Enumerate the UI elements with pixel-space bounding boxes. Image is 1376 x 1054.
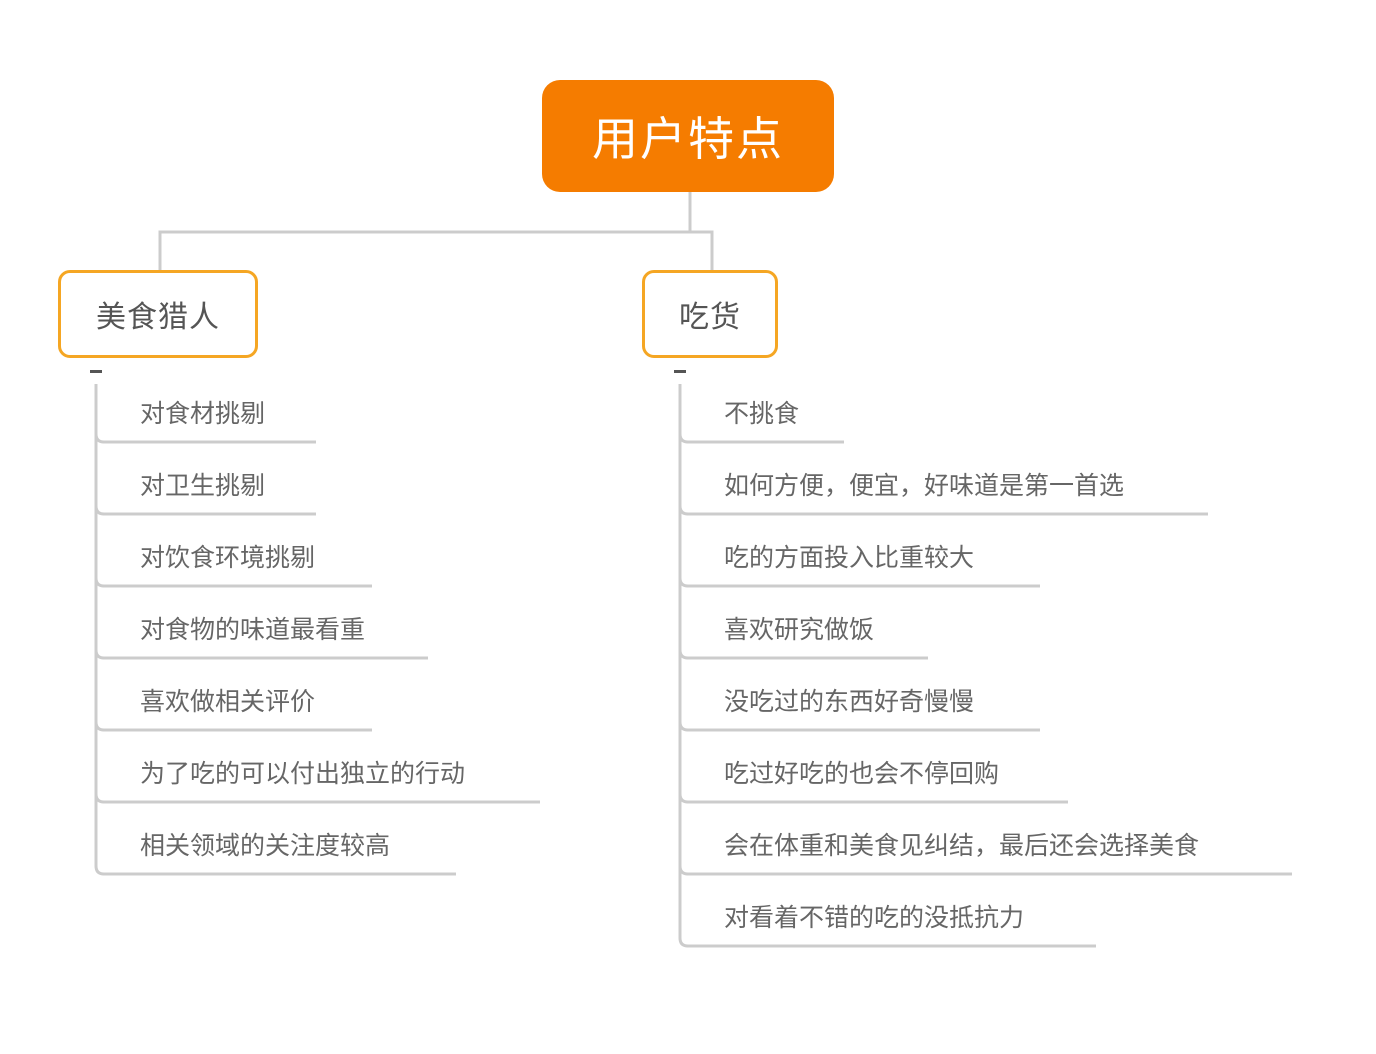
leaf-node[interactable]: 对食物的味道最看重 <box>140 615 366 644</box>
root-node-label: 用户特点 <box>592 112 784 166</box>
leaf-node[interactable]: 不挑食 <box>724 399 800 428</box>
branch-label: 吃货 <box>679 300 741 335</box>
leaf-node[interactable]: 喜欢研究做饭 <box>724 615 875 644</box>
branch-label: 美食猎人 <box>96 300 220 335</box>
root-connector <box>158 192 714 270</box>
leaf-node[interactable]: 没吃过的东西好奇慢慢 <box>724 687 975 716</box>
leaf-node[interactable]: 如何方便，便宜，好味道是第一首选 <box>724 471 1125 500</box>
leaf-node[interactable]: 对饮食环境挑剔 <box>140 543 316 572</box>
collapse-toggle-foodie[interactable] <box>674 370 686 373</box>
leaf-node[interactable]: 对看着不错的吃的没抵抗力 <box>724 903 1025 932</box>
leaf-node[interactable]: 对卫生挑剔 <box>140 471 266 500</box>
branch-node-foodie[interactable]: 吃货 <box>642 270 778 358</box>
leaf-node[interactable]: 相关领域的关注度较高 <box>140 831 391 860</box>
leaf-node[interactable]: 会在体重和美食见纠结，最后还会选择美食 <box>724 831 1200 860</box>
right-tree-lines <box>678 384 1292 948</box>
leaf-node[interactable]: 对食材挑剔 <box>140 399 266 428</box>
leaf-node[interactable]: 喜欢做相关评价 <box>140 687 316 716</box>
leaf-node[interactable]: 吃过好吃的也会不停回购 <box>724 759 1000 788</box>
leaf-node[interactable]: 吃的方面投入比重较大 <box>724 543 975 572</box>
leaf-node[interactable]: 为了吃的可以付出独立的行动 <box>140 759 466 788</box>
root-node[interactable]: 用户特点 <box>542 80 834 192</box>
left-tree-lines <box>94 384 540 876</box>
collapse-toggle-food-hunter[interactable] <box>90 370 102 373</box>
branch-node-food-hunter[interactable]: 美食猎人 <box>58 270 258 358</box>
